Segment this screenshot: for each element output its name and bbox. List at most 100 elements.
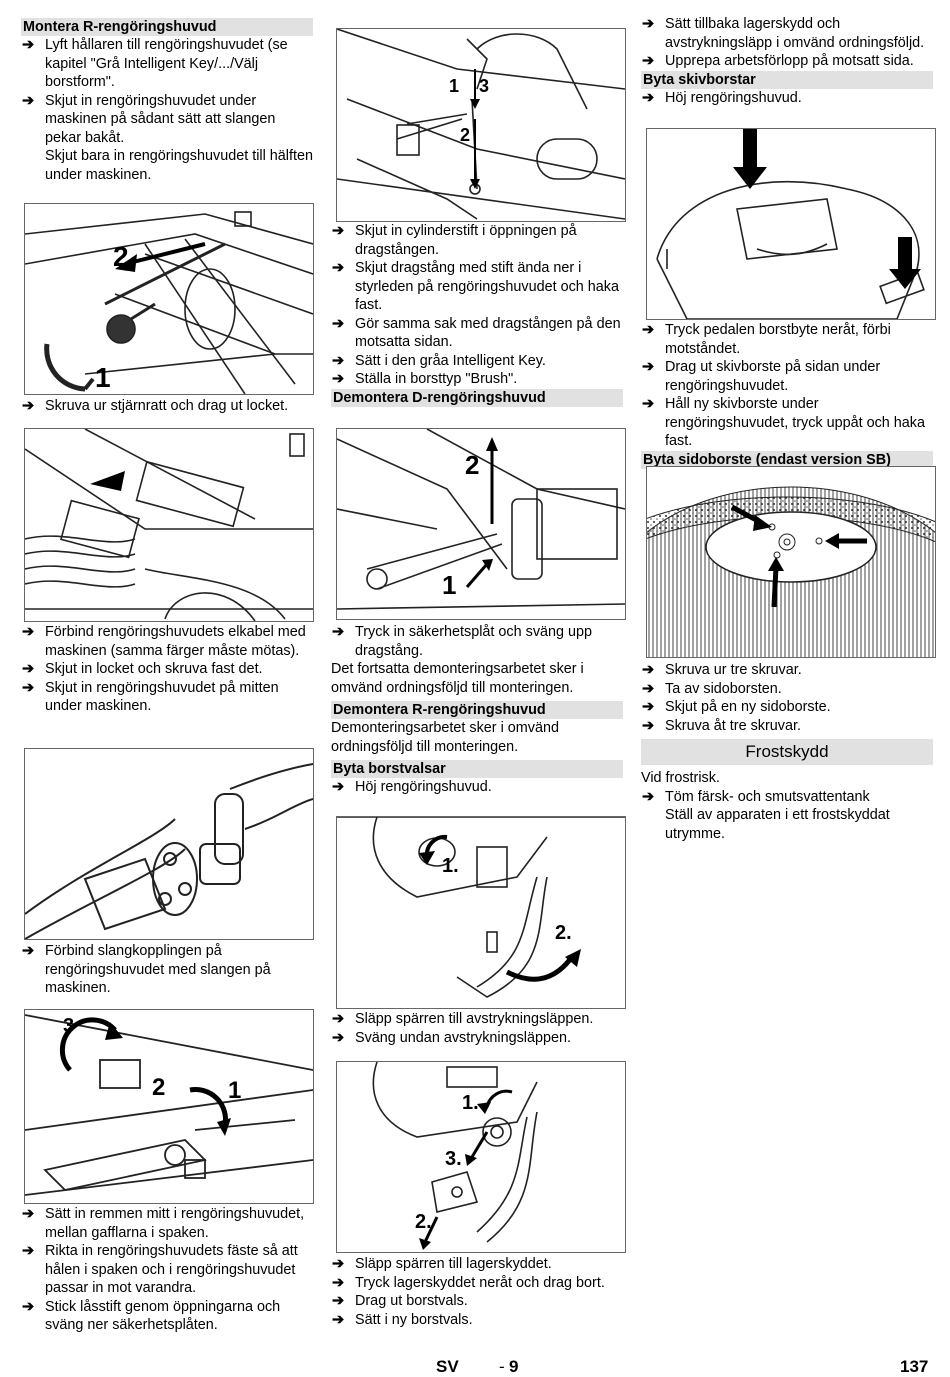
figure-label: 1 — [95, 362, 111, 393]
column-1: Montera R-rengöringshuvud ➔Lyft hållaren… — [21, 18, 313, 184]
list-item: ➔Skjut in rengöringshuvudet på mitten un… — [22, 679, 279, 715]
arrow-right-icon: ➔ — [642, 680, 655, 697]
figure-hose-coupling — [24, 748, 314, 940]
step-list: ➔Förbind slangkopplingen på rengöringshu… — [21, 942, 313, 998]
figure-label: 1 — [442, 570, 456, 600]
column-3-block-1: ➔Sätt tillbaka lagerskydd och avstryknin… — [641, 15, 933, 107]
squeegee-illustration: 1. 2. — [337, 817, 625, 998]
figure-label: 2. — [415, 1211, 432, 1233]
list-item: ➔Drag ut borstvals. — [332, 1293, 468, 1309]
arrow-right-icon: ➔ — [22, 1206, 35, 1222]
arrow-right-icon: ➔ — [22, 624, 35, 640]
arrow-right-icon: ➔ — [332, 624, 345, 640]
list-item: ➔Släpp spärren till avstrykningsläppen. — [332, 1011, 594, 1027]
list-item: ➔Tryck in säkerhetsplåt och sväng upp dr… — [332, 624, 593, 659]
step-list: ➔Skjut in cylinderstift i öppningen på d… — [331, 222, 623, 389]
figure-label: 1 — [228, 1077, 241, 1104]
step-list: ➔Skruva ur tre skruvar. ➔Ta av sidoborst… — [641, 661, 933, 735]
figure-label: 1 — [449, 76, 459, 96]
list-item: ➔Förbind slangkopplingen på rengöringshu… — [22, 943, 271, 996]
arrow-right-icon: ➔ — [332, 1293, 345, 1309]
list-item: ➔Skruva åt tre skruvar. — [642, 717, 801, 734]
arrow-right-icon: ➔ — [332, 371, 345, 387]
figure-electric-connector — [24, 428, 314, 622]
section-heading: Frostskydd — [641, 739, 933, 765]
arrow-right-icon: ➔ — [642, 322, 655, 338]
figure-star-knob: 2 1 — [24, 203, 314, 395]
footer-language: SV — [436, 1357, 459, 1376]
list-item: ➔Sätt in remmen mitt i rengöringshuvudet… — [22, 1206, 305, 1241]
bearing-cover-illustration: 1. 3. 2. — [372, 1062, 538, 1250]
arrow-right-icon: ➔ — [332, 352, 345, 369]
list-item: ➔Sätt i ny borstvals. — [332, 1311, 473, 1328]
list-item: ➔Ta av sidoborsten. — [642, 680, 782, 697]
figure-label: 3. — [445, 1148, 462, 1170]
footer-page-local: 9 — [509, 1357, 519, 1376]
arrow-right-icon: ➔ — [22, 943, 35, 959]
arrow-right-icon: ➔ — [642, 699, 655, 715]
list-item: ➔Tryck lagerskyddet neråt och drag bort. — [332, 1274, 605, 1291]
step-list: ➔Sätt in remmen mitt i rengöringshuvudet… — [21, 1205, 313, 1335]
paragraph: Vid frostrisk. — [641, 770, 720, 786]
step-list: ➔Höj rengöringshuvud. — [641, 89, 933, 108]
arrow-right-icon: ➔ — [642, 396, 655, 412]
list-item: ➔Lyft hållaren till rengöringshuvudet (s… — [22, 37, 288, 90]
step-list: ➔Tryck in säkerhetsplåt och sväng upp dr… — [331, 623, 623, 660]
section-title: Demontera R-rengöringshuvud — [331, 701, 623, 719]
arrow-right-icon: ➔ — [642, 359, 655, 375]
arrow-right-icon: ➔ — [22, 661, 35, 677]
list-item: ➔Skruva ur tre skruvar. — [642, 662, 802, 678]
footer-page-total: 137 — [900, 1357, 929, 1376]
figure-drawbar: 1 3 2 — [336, 28, 626, 222]
arrow-right-icon: ➔ — [332, 1274, 345, 1291]
list-item: ➔Sväng undan avstrykningsläppen. — [332, 1029, 572, 1046]
arrow-right-icon: ➔ — [332, 1029, 345, 1046]
arrow-right-icon: ➔ — [332, 1011, 345, 1027]
figure-label: 1. — [442, 855, 459, 877]
list-item: ➔Rikta in rengöringshuvudets fäste så at… — [22, 1243, 298, 1296]
arrow-right-icon: ➔ — [642, 717, 655, 734]
arrow-right-icon: ➔ — [642, 89, 655, 106]
safety-plate-illustration: 2 1 — [337, 429, 625, 610]
connector-illustration — [25, 429, 313, 621]
arrow-right-icon: ➔ — [642, 53, 655, 69]
list-item: ➔Sätt i den gråa Intelligent Key. — [332, 352, 546, 369]
figure-label: 2 — [465, 450, 479, 480]
list-item: ➔Tryck pedalen borstbyte neråt, förbi mo… — [642, 322, 891, 357]
figure-label: 2. — [555, 922, 572, 944]
figure-squeegee: 1. 2. — [336, 816, 626, 1009]
section-title: Byta skivborstar — [641, 70, 933, 89]
step-list: ➔Tryck pedalen borstbyte neråt, förbi mo… — [641, 321, 933, 451]
arrow-right-icon: ➔ — [22, 679, 35, 696]
locking-pin-illustration: 3 2 1 — [25, 1014, 313, 1196]
figure-disc-brush — [646, 128, 936, 320]
paragraph: Det fortsatta demonteringsarbetet sker i… — [331, 661, 584, 696]
list-item: ➔Upprepa arbetsförlopp på motsatt sida. — [642, 53, 914, 69]
figure-label: 2 — [460, 125, 470, 145]
list-item: ➔Höj rengöringshuvud. — [642, 89, 802, 106]
figure-label: 2 — [152, 1074, 165, 1101]
list-item: ➔Skjut in locket och skruva fast det. — [22, 661, 263, 677]
step-list: ➔Sätt tillbaka lagerskydd och avstryknin… — [641, 15, 933, 71]
step-list: ➔Förbind rengöringshuvudets elkabel med … — [21, 623, 313, 716]
arrow-right-icon: ➔ — [642, 788, 655, 805]
figure-locking-pin: 3 2 1 — [24, 1009, 314, 1204]
column-2-block-2: ➔Tryck in säkerhetsplåt och sväng upp dr… — [331, 623, 623, 797]
step-list: ➔Skruva ur stjärnratt och drag ut locket… — [21, 397, 313, 416]
list-item: ➔Skjut på en ny sidoborste. — [642, 699, 831, 715]
star-knob-illustration: 2 1 — [25, 211, 313, 394]
arrow-right-icon: ➔ — [22, 1243, 35, 1259]
figure-label: 3 — [63, 1015, 74, 1037]
arrow-right-icon: ➔ — [332, 779, 345, 795]
arrow-right-icon: ➔ — [22, 398, 35, 414]
paragraph: Demonteringsarbetet sker i omvänd ordnin… — [331, 720, 559, 755]
arrow-right-icon: ➔ — [22, 1298, 35, 1315]
arrow-right-icon: ➔ — [332, 1256, 345, 1272]
figure-side-brush — [646, 466, 936, 658]
list-item: ➔Sätt tillbaka lagerskydd och avstryknin… — [642, 16, 925, 51]
figure-label: 3 — [479, 76, 489, 96]
side-brush-illustration — [647, 486, 935, 657]
step-list: ➔Släpp spärren till lagerskyddet. ➔Tryck… — [331, 1255, 623, 1329]
list-item: ➔Skjut dragstång med stift ända ner i st… — [332, 260, 620, 313]
